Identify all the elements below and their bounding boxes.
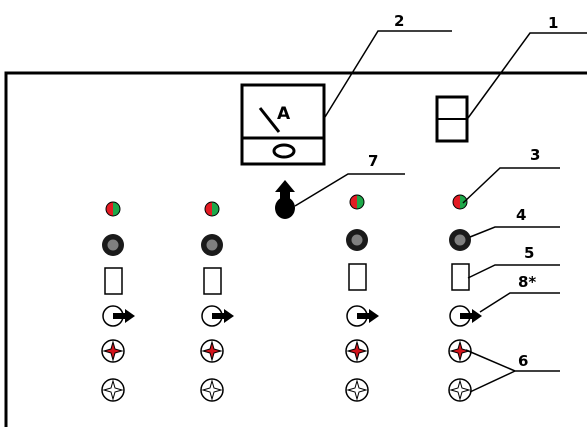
- arrow-switch-icon[interactable]: [449, 305, 482, 327]
- plain-star-button-icon[interactable]: [101, 378, 125, 402]
- rectangular-socket-icon: [203, 267, 222, 295]
- ammeter-adjust-screw: [272, 143, 296, 159]
- red-star-button-icon[interactable]: [345, 339, 369, 363]
- ammeter-body: [240, 83, 326, 166]
- lever-handle-icon: [275, 180, 295, 219]
- red-star-button-icon[interactable]: [101, 339, 125, 363]
- rectangular-socket-icon: [451, 263, 470, 291]
- leader-8: [479, 292, 560, 313]
- callout-8-label: 8*: [518, 273, 536, 291]
- leader-6a: [465, 349, 560, 372]
- component-columns: [101, 194, 482, 402]
- red-green-indicator-lamp-icon: [349, 194, 365, 210]
- red-green-indicator-lamp-icon: [204, 201, 220, 217]
- component-column-1: [101, 201, 135, 402]
- callout-4-label: 4: [516, 206, 526, 224]
- ammeter: A: [240, 83, 326, 166]
- callout-2-label: 2: [394, 12, 404, 30]
- callout-1-label: 1: [548, 14, 558, 32]
- leader-5: [467, 264, 560, 279]
- rectangular-socket-icon: [104, 267, 123, 295]
- arrow-switch-icon[interactable]: [102, 305, 135, 327]
- callout-3-label: 3: [530, 146, 540, 164]
- callout-6-label: 6: [518, 352, 528, 370]
- panel-frame: [4, 71, 587, 427]
- round-knob-icon[interactable]: [449, 229, 471, 251]
- component-column-4: [448, 194, 482, 402]
- arrow-switch-icon[interactable]: [346, 305, 379, 327]
- leader-1: [467, 32, 587, 119]
- arrow-switch-icon[interactable]: [201, 305, 234, 327]
- leader-2: [324, 30, 452, 118]
- breaker-switch: [435, 95, 469, 143]
- callout-7-label: 7: [368, 152, 378, 170]
- leader-7: [294, 173, 405, 207]
- round-knob-icon[interactable]: [346, 229, 368, 251]
- leader-6b: [469, 370, 516, 393]
- leader-4: [469, 226, 560, 238]
- round-knob-icon[interactable]: [102, 234, 124, 256]
- ammeter-unit-label: A: [277, 104, 291, 124]
- component-column-3: [345, 194, 379, 402]
- red-star-button-icon[interactable]: [448, 339, 472, 363]
- red-green-indicator-lamp-icon: [105, 201, 121, 217]
- plain-star-button-icon[interactable]: [345, 378, 369, 402]
- red-star-button-icon[interactable]: [200, 339, 224, 363]
- callout-5-label: 5: [524, 244, 534, 262]
- plain-star-button-icon[interactable]: [448, 378, 472, 402]
- leader-3: [462, 167, 560, 204]
- plain-star-button-icon[interactable]: [200, 378, 224, 402]
- callout-leaders: [294, 30, 587, 393]
- round-knob-icon[interactable]: [201, 234, 223, 256]
- component-column-2: [200, 201, 234, 402]
- rectangular-socket-icon: [348, 263, 367, 291]
- ammeter-needle: [258, 107, 281, 133]
